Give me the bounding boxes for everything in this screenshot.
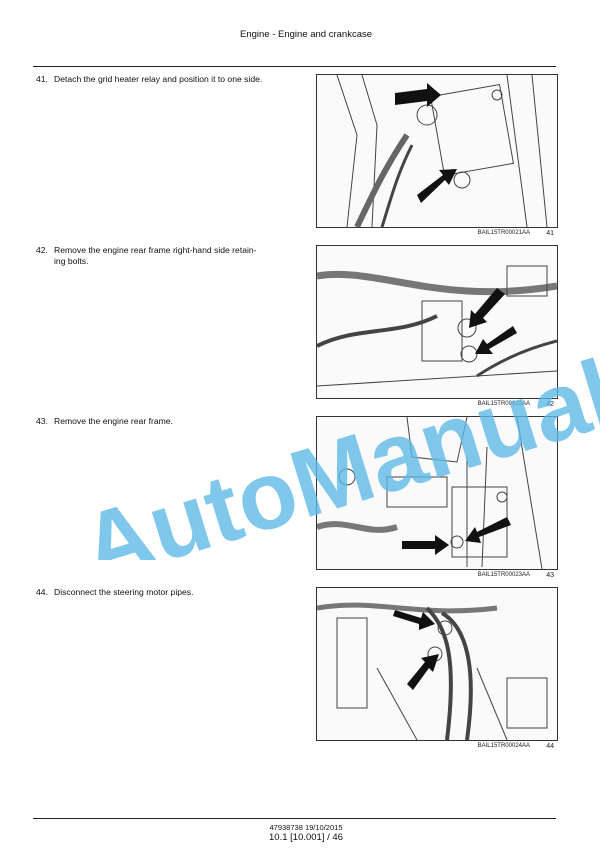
figure-number: 43 xyxy=(546,572,554,579)
figure-number: 41 xyxy=(546,230,554,237)
step-43: 43. Remove the engine rear frame. xyxy=(36,416,301,427)
step-42: 42. Remove the engine rear frame right-ha… xyxy=(36,245,301,267)
figure-code: BAIL15TR00022AA xyxy=(477,401,530,407)
figure-code: BAIL15TR00024AA xyxy=(477,743,530,749)
figure-44-image xyxy=(316,587,558,741)
figure-42-illustration xyxy=(317,265,557,387)
figure-42-image xyxy=(316,245,558,399)
figure-41-illustration xyxy=(336,75,548,227)
page-header-title: Engine - Engine and crankcase xyxy=(239,29,373,40)
figure-41-image xyxy=(316,74,558,228)
figure-43-illustration xyxy=(317,417,543,569)
step-number: 41. xyxy=(36,74,48,84)
figure-44-illustration xyxy=(317,602,548,740)
step-text: Remove the engine rear frame right-hand … xyxy=(54,245,257,255)
figure-code: BAIL15TR00023AA xyxy=(477,572,530,578)
step-number: 42. xyxy=(36,245,48,255)
step-44: 44. Disconnect the steering motor pipes. xyxy=(36,587,301,598)
footer-divider xyxy=(33,818,556,819)
step-number: 44. xyxy=(36,587,48,597)
step-text: Detach the grid heater relay and positio… xyxy=(54,74,263,84)
step-text: Remove the engine rear frame. xyxy=(54,416,173,426)
step-41: 41. Detach the grid heater relay and posi… xyxy=(36,74,301,85)
figure-43-image xyxy=(316,416,558,570)
footer-page-ref: 10.1 [10.001] / 46 xyxy=(269,832,343,843)
figure-code: BAIL15TR00021AA xyxy=(477,230,530,236)
step-text: Disconnect the steering motor pipes. xyxy=(54,587,194,597)
step-number: 43. xyxy=(36,416,48,426)
step-text-continued: ing bolts. xyxy=(54,256,89,266)
figure-number: 42 xyxy=(546,401,554,408)
figure-number: 44 xyxy=(546,743,554,750)
header-divider xyxy=(33,66,556,67)
footer-doc-ref: 47938738 19/10/2015 xyxy=(269,823,343,832)
